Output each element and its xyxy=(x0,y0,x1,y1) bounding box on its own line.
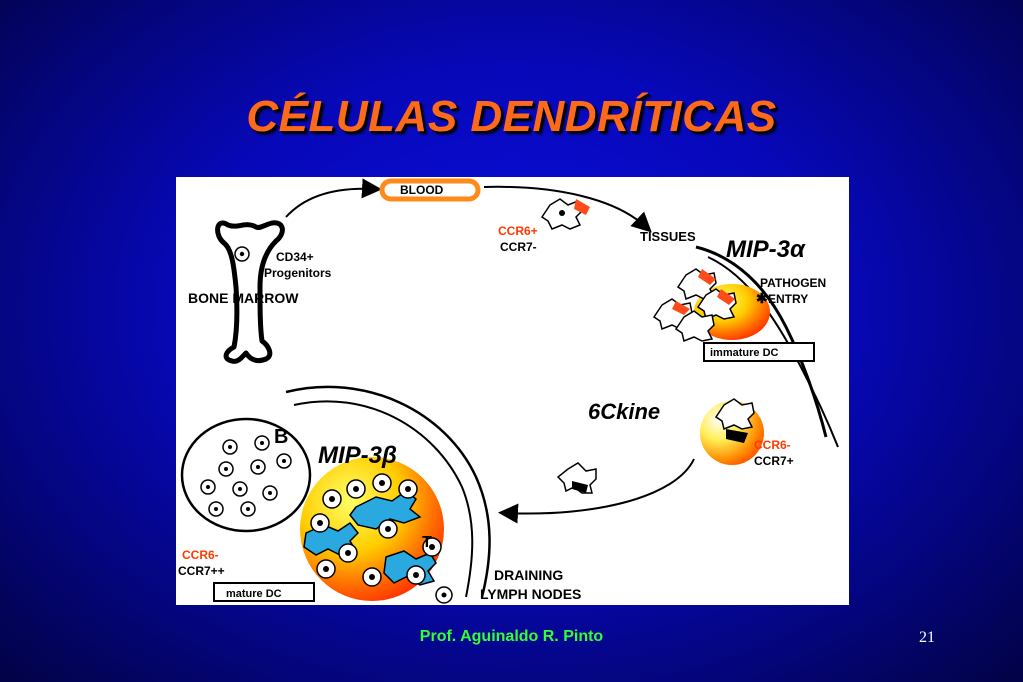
ccr6-minus-label: CCR6- xyxy=(754,438,791,452)
ccr6-plus-label: CCR6+ xyxy=(498,224,538,238)
blood-label: BLOOD xyxy=(400,183,444,197)
tissue-boundary-1 xyxy=(695,245,828,438)
diagram-svg: ✱ xyxy=(178,178,839,604)
mature-dc-box xyxy=(213,582,315,602)
progenitors-label: Progenitors xyxy=(264,266,332,280)
immature-dc-label: immature DC xyxy=(710,347,779,359)
lymph-nodes-label: LYMPH NODES xyxy=(480,586,581,602)
lymph-node-capsule-outer xyxy=(285,385,491,598)
b-label: B xyxy=(274,426,288,448)
footer-author: Prof. Aguinaldo R. Pinto xyxy=(419,628,604,645)
tissue-dc-cluster xyxy=(652,268,737,343)
bone-shape xyxy=(215,220,285,364)
arrow-to-lymph-node xyxy=(498,458,695,524)
mip3a-label: MIP-3α xyxy=(726,236,806,263)
lymph-node-capsule-inner xyxy=(293,400,474,598)
entry-label: ENTRY xyxy=(768,292,808,306)
migrating-dc xyxy=(714,398,755,443)
tissue-boundary-2 xyxy=(707,256,839,448)
ccr7-minus-label: CCR7- xyxy=(500,240,537,254)
t-label: T xyxy=(422,534,432,551)
draining-label: DRAINING xyxy=(494,567,563,583)
ccr7-plus-label: CCR7+ xyxy=(754,454,794,468)
dendritic-cell-migration-diagram: ✱ xyxy=(176,177,849,605)
ccr6-minus-2-label: CCR6- xyxy=(182,548,219,562)
immature-dc-in-blood xyxy=(540,198,590,230)
mature-dc-in-transit xyxy=(556,462,597,494)
ccr7-plusplus-label: CCR7++ xyxy=(178,564,225,578)
page-number: 21 xyxy=(919,629,935,646)
slide-title: CÉLULAS DENDRÍTICAS xyxy=(246,92,777,141)
immature-dc-box xyxy=(703,342,815,362)
arrow-to-blood xyxy=(285,178,382,218)
mature-dc-label: mature DC xyxy=(226,588,282,600)
blood-vessel xyxy=(379,178,481,202)
cd34-label: CD34+ xyxy=(276,250,314,264)
arrow-to-tissues xyxy=(483,185,652,233)
tissues-label: TISSUES xyxy=(640,229,696,244)
bone-marrow-label: BONE MARROW xyxy=(188,290,299,306)
pathogen-star-icon: ✱ xyxy=(756,290,768,306)
mip3b-label: MIP-3β xyxy=(318,442,397,469)
sixckine-label: 6Ckine xyxy=(588,399,660,424)
pathogen-label: PATHOGEN xyxy=(760,276,826,290)
